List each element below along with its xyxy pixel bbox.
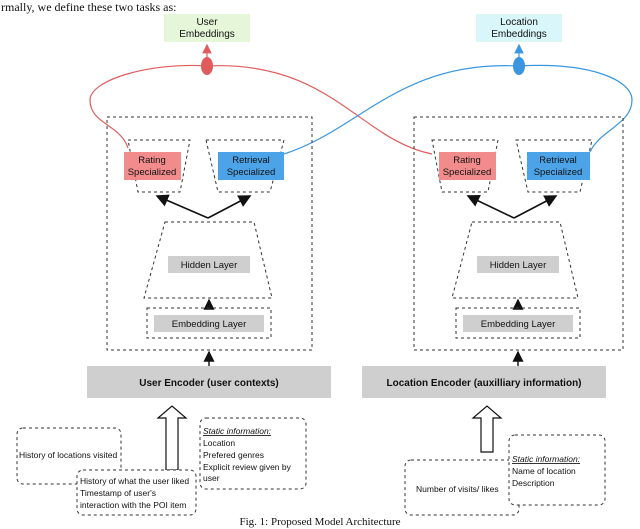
location-retrieval-label-2: Specialized <box>534 167 583 178</box>
user-encoder-box <box>87 366 331 398</box>
location-retrieval-label-1: Retrieval <box>539 155 577 166</box>
user-hidden-box <box>168 256 250 273</box>
user-embedding-box <box>154 315 264 332</box>
user-tower-frame <box>106 116 313 351</box>
user-rating-label-1: Rating <box>138 155 165 166</box>
location-hidden-box <box>477 256 559 273</box>
history-liked-box <box>76 469 197 516</box>
location-embeddings-label-1: Location <box>500 17 538 28</box>
user-retrieval-label-1: Retrieval <box>232 155 270 166</box>
user-rating-label-2: Specialized <box>128 167 177 178</box>
user-join-node <box>201 57 213 75</box>
user-retrieval-to-location-connection <box>283 65 520 155</box>
user-to-retrieval-arrow <box>207 195 252 219</box>
location-retrieval-connection <box>518 64 633 153</box>
location-to-rating-arrow <box>466 195 515 219</box>
location-tower-frame <box>413 116 624 351</box>
user-embeddings-box <box>164 14 250 42</box>
user-embeddings-label-2: Embeddings <box>179 29 235 40</box>
location-embedding-label: Embedding Layer <box>481 319 555 330</box>
location-join-node <box>513 57 525 75</box>
location-embeddings-box <box>476 14 562 42</box>
location-embedding-box <box>463 315 573 332</box>
location-retrieval-box <box>527 152 590 180</box>
user-static-item-2: Prefered genres <box>203 450 264 460</box>
user-rating-connection <box>89 64 208 149</box>
user-encoder-label: User Encoder (user contexts) <box>139 378 279 389</box>
location-encoder-label: Location Encoder (auxilliary information… <box>386 378 581 389</box>
history-locations-box <box>16 427 122 485</box>
location-retrieval-trapezoid <box>515 139 593 193</box>
user-embedding-label: Embedding Layer <box>172 319 246 330</box>
user-retrieval-box <box>218 152 284 180</box>
user-rating-box <box>124 152 181 180</box>
location-rating-label-2: Specialized <box>443 167 492 178</box>
location-encoder-box <box>362 366 606 398</box>
location-rating-box <box>439 152 496 180</box>
location-hidden-label: Hidden Layer <box>490 260 547 271</box>
user-static-info-box <box>199 417 307 490</box>
heading-fragment: rmally, we define these two tasks as: <box>1 0 177 14</box>
user-to-rating-arrow <box>155 194 209 219</box>
location-static-info-box <box>508 434 606 506</box>
visits-label: Number of visits/ likes <box>416 484 499 494</box>
history-liked-line-3: interaction with the POI item <box>80 500 186 510</box>
location-embedding-frame <box>455 307 581 339</box>
location-rating-to-user-connection <box>206 65 433 155</box>
location-embeddings-label-2: Embeddings <box>491 29 547 40</box>
location-static-item-1: Name of location <box>512 466 576 476</box>
user-hidden-label: Hidden Layer <box>181 260 238 271</box>
location-input-arrow <box>471 405 503 453</box>
user-retrieval-label-2: Specialized <box>227 167 276 178</box>
user-static-item-1: Location <box>203 438 235 448</box>
user-static-info-title: Static information: <box>203 426 272 436</box>
location-rating-trapezoid <box>431 139 499 193</box>
location-static-info-title: Static information: <box>512 454 581 464</box>
location-to-retrieval-arrow <box>513 195 558 219</box>
location-hidden-trapezoid <box>451 221 579 299</box>
user-static-item-3: Explicit review given by <box>203 462 292 472</box>
user-input-arrow <box>156 405 188 471</box>
figure-caption: Fig. 1: Proposed Model Architecture <box>239 516 400 528</box>
user-static-item-4: user <box>203 473 220 483</box>
user-embeddings-label-1: User <box>196 17 218 28</box>
location-rating-label-1: Rating <box>453 155 480 166</box>
location-static-item-2: Description <box>512 478 555 488</box>
user-embedding-frame <box>146 307 272 339</box>
history-liked-line-2: Timestamp of user's <box>80 488 156 498</box>
history-liked-line-1: History of what the user liked <box>80 476 189 486</box>
history-locations-label: History of locations visited <box>19 450 118 460</box>
